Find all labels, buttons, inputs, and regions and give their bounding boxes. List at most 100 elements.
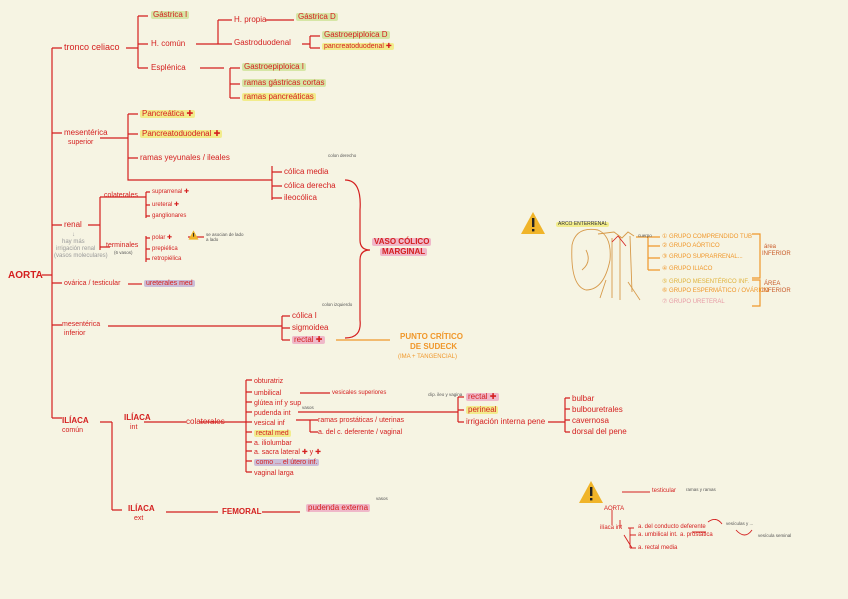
pancreatoduodenal-sup: Pancreatoduodenal ✚	[140, 129, 223, 138]
iliaca-colateral-item: glútea inf y sup	[254, 400, 302, 407]
ureterales-med: ureterales med	[144, 280, 195, 287]
punto-critico-1: PUNTO CRÍTICO	[400, 332, 463, 341]
warning-icon	[188, 230, 199, 240]
renal: renal	[64, 220, 82, 229]
renal-note-2: hay más	[62, 239, 85, 245]
ramas-pancreaticas: ramas pancreáticas	[242, 92, 316, 101]
bottom-note-2: vesícula seminal	[758, 533, 792, 538]
mesenterica-inf: mesentérica	[62, 321, 101, 328]
iliaca-int: ILÍACA	[124, 413, 151, 422]
sigmoidea: sigmoidea	[292, 323, 329, 332]
iliaca-colateral-item: a. iliolumbar	[254, 440, 292, 447]
iliaca-colateral-item: vaginal larga	[254, 470, 294, 477]
vaso-colico-1: VASO CÓLICO	[372, 237, 432, 246]
bottom-iliaca-int: ilíaca int	[600, 525, 623, 531]
clip-note: clip. ileo y vagina	[428, 392, 463, 397]
bottom-testicular: testicular	[652, 488, 677, 494]
iliaca-comun-2: común	[62, 427, 84, 434]
gastroduodenal: Gastroduodenal	[234, 38, 291, 47]
cavernosa: cavernosa	[572, 416, 609, 425]
area-a2: INFERIOR	[762, 251, 791, 257]
bottom-a-umbilical: a. umbilical int.	[638, 532, 678, 538]
gastroepiploica-d: Gastroepiploica D	[322, 30, 390, 39]
vaso-colico-2: MARGINAL	[380, 247, 428, 256]
pancreatoduodenal-cel: pancreatoduodenal ✚	[322, 43, 394, 50]
gastrica-i: Gástrica I	[151, 10, 190, 19]
bottom-a-prostatica: a. prostática	[680, 532, 713, 538]
iliaca-colateral-item: como ... el útero inf.	[254, 459, 320, 466]
bottom-a-conducto: a. del conducto deferente	[638, 524, 706, 530]
grupo-3: ③ GRUPO SUPRARRENAL...	[662, 254, 743, 260]
grupo-5: ⑤ GRUPO MESENTÉRICO INF.	[662, 279, 750, 285]
polar: polar ✚	[152, 235, 173, 241]
gastrica-d: Gástrica D	[296, 12, 338, 21]
gastroepiploica-i: Gastroepiploica I	[242, 62, 307, 71]
vesicales-superiores: vesicales superiores	[332, 390, 387, 396]
ileocolica: ileocólica	[284, 193, 317, 202]
mesenterica-inf-2: inferior	[64, 330, 86, 337]
iliaca-int-2: int	[130, 424, 138, 431]
tronco-celiaco: tronco celiaco	[64, 42, 120, 52]
renal-note-3: irrigación renal	[56, 246, 96, 252]
terminales-note: (6 vasos)	[114, 250, 133, 255]
ovarica: ovárica / testicular	[64, 280, 121, 287]
bottom-aorta: AORTA	[604, 506, 625, 512]
pudenda-externa: pudenda externa	[306, 503, 371, 512]
ramas-prostaticas: ramas prostáticas / uterinas	[318, 417, 404, 424]
ramas-yeyunales: ramas yeyunales / ileales	[140, 153, 230, 162]
iliaca-colateral-item: umbilical	[254, 390, 282, 397]
warning-icon	[579, 481, 603, 503]
h-comun: H. común	[151, 39, 186, 48]
bottom-testicular-note: ramas y ramas	[686, 487, 716, 492]
mesenterica-sup-2: superior	[68, 139, 94, 146]
rectal-int: rectal ✚	[466, 392, 499, 401]
colica-media: cólica media	[284, 167, 329, 176]
grupo-6: ⑥ GRUPO ESPERMÁTICO / OVÁRICO	[662, 288, 770, 294]
bottom-a-rectal: a. rectal media	[638, 545, 678, 551]
bulbouretrales: bulbouretrales	[572, 405, 623, 414]
a-del-c-deferente: a. del c. deferente / vaginal	[318, 429, 403, 436]
punto-critico-2: DE SUDECK	[410, 342, 458, 351]
colon-izquierdo-note: colon izquierdo	[322, 302, 353, 307]
iliaca-colateral-item: rectal med	[254, 430, 291, 437]
dorsal-pene: dorsal del pene	[572, 427, 627, 436]
bottom-note-1: vesículas y ...	[726, 521, 754, 526]
grupo-2: ② GRUPO AÓRTICO	[662, 243, 720, 249]
iliaca-colateral-item: vesical inf	[254, 420, 285, 427]
suprarrenal: suprarrenal ✚	[152, 189, 190, 195]
aorta-root: AORTA	[8, 270, 43, 281]
femoral: FEMORAL	[222, 507, 262, 516]
rectal-inf: rectal ✚	[292, 335, 325, 344]
ureteral: ureteral ✚	[152, 202, 180, 208]
vasos-note: vasos	[302, 405, 314, 410]
iliaca-colateral-item: a. sacra lateral ✚ y ✚	[254, 449, 321, 456]
bulbar: bulbar	[572, 394, 595, 403]
renal-terminales: terminales	[106, 242, 139, 249]
polar-note: se asocian de lado a lado	[206, 232, 244, 242]
retropielica: retropiélica	[152, 256, 182, 262]
area-b: ÁREA	[764, 281, 781, 287]
arco-title: ARCO ENTERRENAL	[556, 221, 610, 227]
iliaca-colateral-item: pudenda int	[254, 410, 291, 417]
perineal: perineal	[466, 405, 499, 414]
renal-note-arrow: ↓	[72, 232, 75, 238]
area-b2: INFERIOR	[762, 288, 791, 294]
h-propia: H. propia	[234, 15, 267, 24]
iliaca-colateral-item: obturatriz	[254, 378, 284, 385]
colica-derecha: cólica derecha	[284, 181, 336, 190]
colon-derecho-note: colon derecho	[328, 153, 357, 158]
iliaca-ext: ILÍACA	[128, 504, 155, 513]
iliaca-comun: ILÍACA	[62, 416, 89, 425]
ganglionares: ganglionares	[152, 213, 187, 219]
renal-note-4: (vasos moleculares)	[54, 253, 108, 259]
iliaca-colaterales: colaterales	[186, 417, 225, 426]
grupo-4: ④ GRUPO ILIACO	[662, 266, 713, 272]
colica-i: cólica I	[292, 311, 317, 320]
ramas-gastricas: ramas gástricas cortas	[242, 78, 327, 87]
punto-critico-3: (IMA + TANGENCIAL)	[398, 354, 457, 360]
area-a: área	[764, 244, 777, 250]
arco-sub: cuerpo	[638, 233, 652, 238]
mesenterica-sup: mesentérica	[64, 128, 108, 137]
